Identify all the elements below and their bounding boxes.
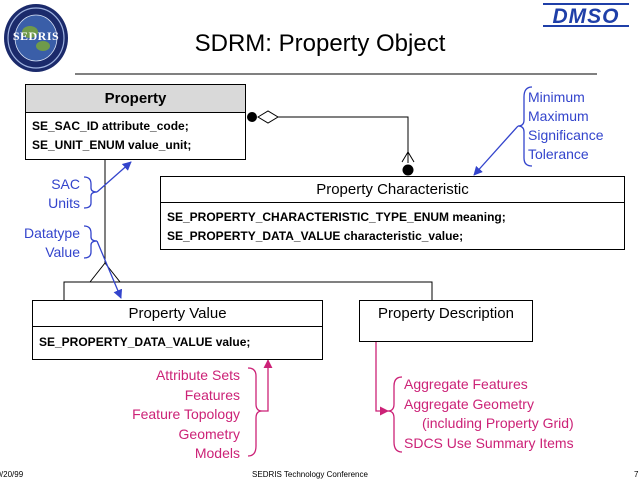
value-owner: Models (194, 445, 240, 461)
characteristic-kind: Tolerance (528, 146, 589, 162)
characteristic-arrow (473, 125, 519, 176)
property-attribute: SE_UNIT_ENUM value_unit; (32, 138, 192, 152)
property-value-attribute: SE_PROPERTY_DATA_VALUE value; (39, 335, 251, 349)
dmso-logo: DMSO (543, 3, 629, 28)
property-box: Property SE_SAC_ID attribute_code; SE_UN… (25, 84, 246, 160)
inheritance-triangle (88, 262, 122, 283)
units-label: Units (48, 195, 80, 211)
value-owner: Attribute Sets (155, 367, 240, 383)
property-value-box-attributes: SE_PROPERTY_DATA_VALUE value; (33, 327, 322, 352)
value-label: Value (45, 244, 80, 260)
property-box-title: Property (26, 85, 245, 113)
page-title: SDRM: Property Object (194, 30, 446, 57)
property-box-attributes: SE_SAC_ID attribute_code; SE_UNIT_ENUM v… (26, 113, 245, 155)
datatype-value-brace (83, 225, 98, 259)
property-characteristic-box-title: Property Characteristic (161, 177, 624, 203)
characteristic-kind: Significance (528, 127, 604, 143)
description-owner: SDCS Use Summary Items (404, 434, 574, 451)
property-description-box-title: Property Description (378, 305, 514, 322)
aggregation-diamond (257, 110, 279, 124)
footer-date: 10/20/99 (0, 470, 24, 479)
sac-label: SAC (51, 176, 80, 192)
aggregation-dot (247, 112, 257, 122)
description-owner: Aggregate Geometry (404, 395, 534, 412)
footer-conference: SEDRIS Technology Conference (252, 470, 368, 479)
datatype-label: Datatype (23, 225, 80, 241)
sac-units-arrow (96, 161, 132, 193)
description-owners-arrow (375, 342, 389, 416)
sedris-logo: SEDRIS (3, 2, 69, 74)
sedris-seal-icon (4, 4, 68, 72)
property-characteristic-attribute: SE_PROPERTY_CHARACTERISTIC_TYPE_ENUM mea… (167, 210, 506, 224)
property-characteristic-box: Property Characteristic SE_PROPERTY_CHAR… (160, 176, 625, 250)
inheritance-bus (63, 281, 433, 300)
description-owner: Aggregate Features (404, 376, 528, 392)
value-owners-arrow (262, 359, 273, 412)
value-owners-brace (247, 367, 263, 457)
description-owners-list: Aggregate Features Aggregate Geometry (i… (404, 375, 574, 453)
characteristic-kinds-list: Minimum Maximum Significance Tolerance (528, 88, 604, 164)
description-owners-brace (387, 376, 403, 453)
sac-units-label: SAC Units (20, 175, 80, 213)
property-characteristic-attribute: SE_PROPERTY_DATA_VALUE characteristic_va… (167, 229, 464, 243)
characteristic-arrowhead (401, 151, 415, 163)
characteristic-kind: Maximum (528, 108, 589, 124)
property-description-box: Property Description (359, 300, 533, 342)
sac-units-brace (83, 176, 98, 209)
value-owners-list: Attribute Sets Features Feature Topology… (100, 366, 240, 464)
property-value-box-title: Property Value (33, 301, 322, 327)
description-owner: (including Property Grid) (422, 415, 574, 431)
characteristic-kind: Minimum (528, 89, 585, 105)
property-value-box: Property Value SE_PROPERTY_DATA_VALUE va… (32, 300, 323, 360)
characteristic-link (278, 116, 409, 163)
value-owner: Feature Topology (132, 406, 240, 422)
property-characteristic-box-attributes: SE_PROPERTY_CHARACTERISTIC_TYPE_ENUM mea… (161, 203, 624, 246)
value-owner: Features (184, 386, 240, 403)
sedris-logo-text: SEDRIS (12, 29, 60, 43)
datatype-value-label: Datatype Value (4, 224, 80, 262)
property-attribute: SE_SAC_ID attribute_code; (32, 119, 189, 133)
datatype-value-arrow (96, 240, 123, 299)
footer-page-number: 7 (634, 470, 639, 479)
characteristic-dot (402, 164, 414, 176)
value-owner: Geometry (178, 425, 240, 442)
